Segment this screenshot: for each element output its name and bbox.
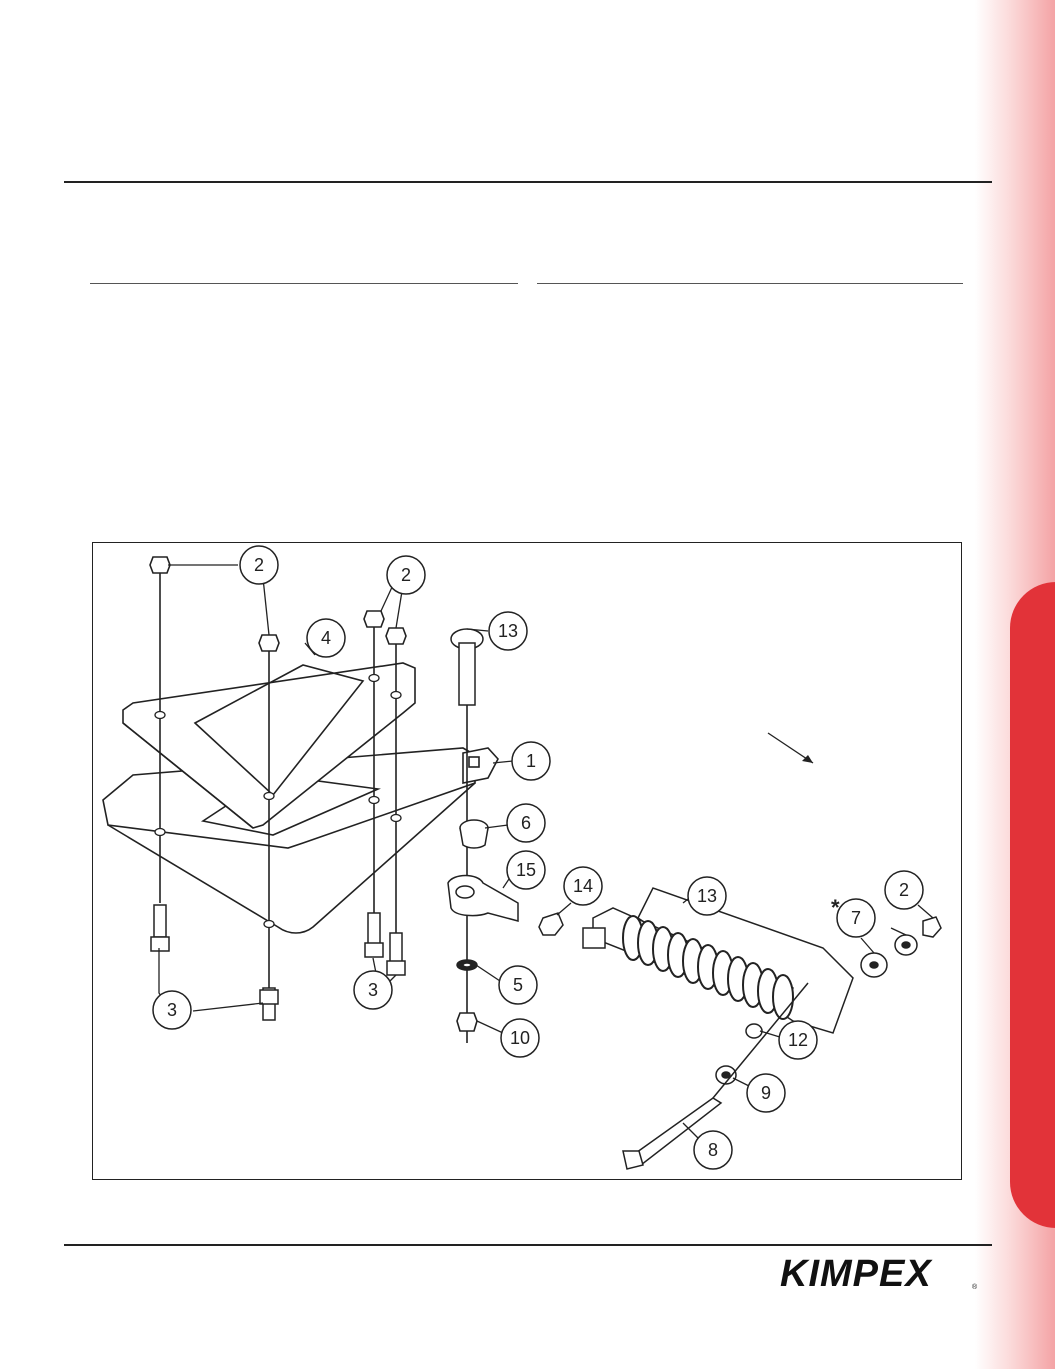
callout-label-2a: 2	[254, 555, 264, 575]
callout-13	[687, 876, 727, 916]
exploded-parts-diagram: 2 2 4 13 1 6 15 14 13 7 2 5 10 3 3 12 9 …	[92, 542, 962, 1180]
callout-6	[506, 803, 546, 843]
callout-5	[498, 965, 538, 1005]
column-rule-left	[90, 283, 518, 284]
callout-1	[511, 741, 551, 781]
callout-8	[693, 1130, 733, 1170]
callout-label-11: 13	[498, 621, 518, 641]
callout-10	[500, 1018, 540, 1058]
section-tab	[1010, 582, 1055, 1228]
callout-label-10: 10	[510, 1028, 530, 1048]
callout-12	[778, 1020, 818, 1060]
callout-2c	[884, 870, 924, 910]
callout-2a	[239, 545, 279, 585]
callout-15	[506, 850, 546, 890]
callout-label-9: 9	[761, 1083, 771, 1103]
callout-label-12: 12	[788, 1030, 808, 1050]
callout-label-6: 6	[521, 813, 531, 833]
asterisk-note-mark: *	[831, 895, 840, 920]
callout-3a	[152, 990, 192, 1030]
callout-label-14: 14	[573, 876, 593, 896]
header-rule	[64, 181, 992, 183]
callout-2b	[386, 555, 426, 595]
callout-7	[836, 898, 876, 938]
callout-label-15: 15	[516, 860, 536, 880]
callout-label-2b: 2	[401, 565, 411, 585]
kimpex-logo: KIMPEX ®	[780, 1253, 978, 1293]
callout-9	[746, 1073, 786, 1113]
footer-rule	[64, 1244, 992, 1246]
logo-registered-mark: ®	[972, 1283, 978, 1291]
callout-11	[488, 611, 528, 651]
callout-3b	[353, 970, 393, 1010]
logo-wordmark: KIMPEX	[780, 1253, 933, 1293]
callout-label-4: 4	[321, 628, 331, 648]
callout-label-3b: 3	[368, 980, 378, 1000]
callout-label-2c: 2	[899, 880, 909, 900]
shock-absorber-group	[582, 887, 854, 1034]
parts-drawing: 2 2 4 13 1 6 15 14 13 7 2 5 10 3 3 12 9 …	[102, 545, 942, 1170]
callout-label-5: 5	[513, 975, 523, 995]
callout-label-13: 13	[697, 886, 717, 906]
callout-14	[563, 866, 603, 906]
callout-label-1: 1	[526, 751, 536, 771]
callout-label-3a: 3	[167, 1000, 177, 1020]
column-rule-right	[537, 283, 963, 284]
callout-4	[306, 618, 346, 658]
callout-label-7: 7	[851, 908, 861, 928]
callout-label-8: 8	[708, 1140, 718, 1160]
